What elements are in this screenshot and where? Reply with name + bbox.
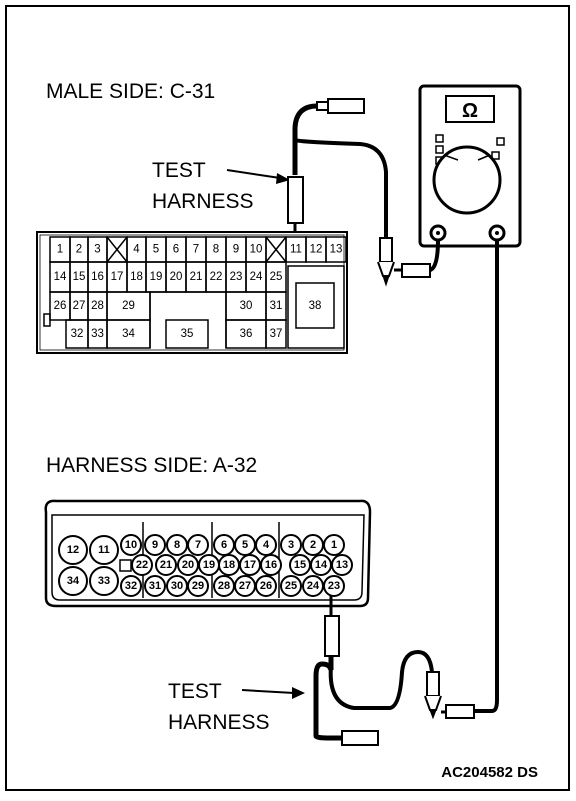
male-pin: 21 bbox=[190, 271, 203, 283]
male-side-label: MALE SIDE: C-31 bbox=[46, 80, 215, 103]
harness-pin: 32 bbox=[125, 580, 137, 592]
test-label-bottom: TEST bbox=[168, 680, 222, 703]
male-pin: 24 bbox=[250, 271, 263, 283]
harness-pin: 2 bbox=[310, 539, 316, 551]
harness-pin-large: 34 bbox=[67, 575, 80, 587]
male-pin: 37 bbox=[270, 328, 283, 340]
test-label-top: TEST bbox=[152, 159, 206, 182]
male-pin: 27 bbox=[73, 300, 86, 312]
harness-pin: 4 bbox=[263, 539, 270, 551]
male-pin: 35 bbox=[181, 328, 194, 340]
male-pin: 8 bbox=[213, 244, 219, 256]
male-pin: 26 bbox=[54, 300, 67, 312]
male-pin: 31 bbox=[270, 300, 283, 312]
test-harness-top bbox=[287, 98, 440, 287]
male-pin: 19 bbox=[150, 271, 163, 283]
male-pin: 7 bbox=[193, 244, 199, 256]
harness-pin: 22 bbox=[136, 559, 148, 571]
harness-label-top: HARNESS bbox=[152, 190, 254, 213]
male-pin: 12 bbox=[310, 244, 323, 256]
harness-pin: 15 bbox=[294, 559, 306, 571]
arrow-top bbox=[226, 169, 290, 184]
male-pin: 13 bbox=[330, 244, 343, 256]
harness-pin: 7 bbox=[195, 539, 201, 551]
male-pin: 34 bbox=[122, 328, 135, 340]
harness-pin: 24 bbox=[307, 580, 320, 592]
male-pin: 11 bbox=[290, 244, 302, 256]
male-pin: 17 bbox=[111, 271, 124, 283]
test-harness-bottom bbox=[313, 240, 499, 746]
male-pin: 10 bbox=[250, 244, 263, 256]
figure-code: AC204582 DS bbox=[441, 764, 538, 781]
harness-pin: 19 bbox=[203, 559, 215, 571]
harness-pin: 9 bbox=[152, 539, 158, 551]
harness-pin: 18 bbox=[223, 559, 235, 571]
male-pin: 18 bbox=[130, 271, 143, 283]
harness-side-label: HARNESS SIDE: A-32 bbox=[46, 454, 257, 477]
harness-pin: 28 bbox=[218, 580, 230, 592]
harness-pin: 14 bbox=[315, 559, 328, 571]
male-pin: 1 bbox=[57, 244, 63, 256]
male-pin: 23 bbox=[230, 271, 243, 283]
male-pin: 16 bbox=[91, 271, 104, 283]
harness-pin-large: 11 bbox=[98, 544, 110, 556]
harness-pin: 17 bbox=[244, 559, 256, 571]
harness-pin: 10 bbox=[125, 539, 137, 551]
harness-pin: 23 bbox=[328, 580, 340, 592]
male-pin: 14 bbox=[54, 271, 67, 283]
harness-pin: 20 bbox=[182, 559, 194, 571]
harness-pin: 26 bbox=[260, 580, 272, 592]
harness-pin: 1 bbox=[331, 539, 337, 551]
harness-pin: 16 bbox=[265, 559, 277, 571]
male-pin: 6 bbox=[173, 244, 179, 256]
harness-pin: 29 bbox=[192, 580, 204, 592]
ohmmeter-icon: Ω bbox=[418, 84, 522, 248]
harness-pin: 21 bbox=[160, 559, 172, 571]
harness-pin: 31 bbox=[149, 580, 161, 592]
ohm-symbol: Ω bbox=[462, 100, 478, 122]
harness-pin: 25 bbox=[285, 580, 297, 592]
male-pin: 15 bbox=[73, 271, 86, 283]
male-pin: 20 bbox=[170, 271, 183, 283]
harness-pin: 27 bbox=[239, 580, 251, 592]
harness-label-bottom: HARNESS bbox=[168, 711, 270, 734]
male-pin: 33 bbox=[91, 328, 104, 340]
harness-pin: 3 bbox=[288, 539, 294, 551]
harness-pin-large: 12 bbox=[67, 544, 79, 556]
male-pin: 30 bbox=[240, 300, 253, 312]
male-pin: 9 bbox=[233, 244, 239, 256]
harness-pin: 6 bbox=[221, 539, 227, 551]
male-pin: 29 bbox=[122, 300, 135, 312]
male-pin: 25 bbox=[270, 271, 283, 283]
male-pin: 32 bbox=[71, 328, 84, 340]
male-pin: 38 bbox=[309, 300, 322, 312]
male-pin: 2 bbox=[76, 244, 82, 256]
arrow-bottom bbox=[241, 687, 305, 699]
male-pin: 36 bbox=[240, 328, 253, 340]
harness-pin-large: 33 bbox=[98, 575, 110, 587]
harness-pin: 13 bbox=[336, 559, 348, 571]
male-pin: 22 bbox=[210, 271, 223, 283]
male-pin: 5 bbox=[153, 244, 159, 256]
male-pin: 4 bbox=[133, 244, 140, 256]
figure-border bbox=[5, 5, 570, 791]
harness-pin: 30 bbox=[171, 580, 183, 592]
male-pin: 3 bbox=[94, 244, 100, 256]
harness-pin: 8 bbox=[174, 539, 180, 551]
male-pin: 28 bbox=[91, 300, 104, 312]
harness-pin: 5 bbox=[242, 539, 248, 551]
